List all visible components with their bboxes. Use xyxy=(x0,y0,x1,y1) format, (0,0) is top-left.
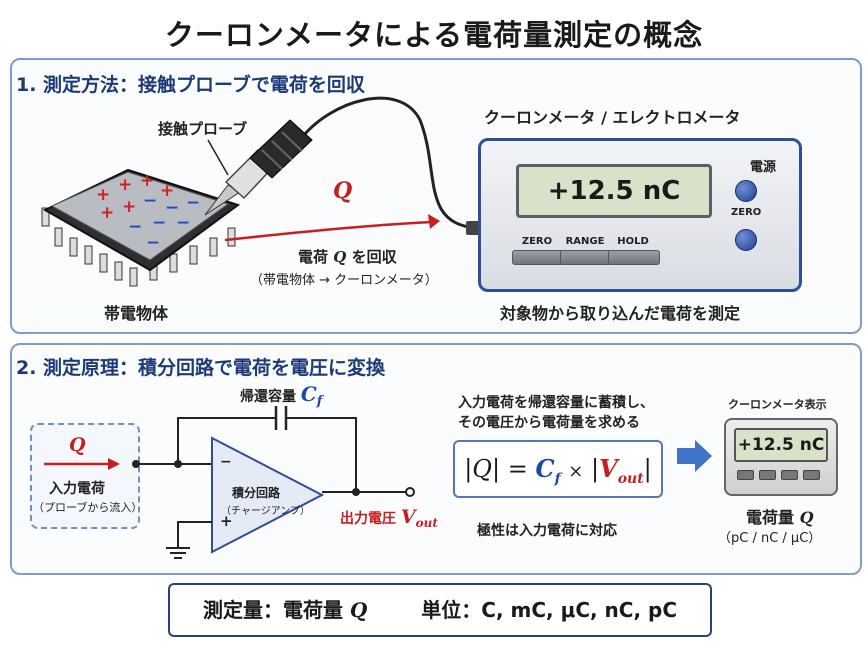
summary-box: 測定量：電荷量 Q 単位：C, mC, μC, nC, pC xyxy=(168,583,712,637)
plus-charge: + xyxy=(118,175,132,195)
small-meter-button[interactable] xyxy=(759,470,776,480)
opamp-sub: （チャージアンプ） xyxy=(221,506,310,517)
formula-v-sub: out xyxy=(617,470,644,487)
object-label: 帯電物体 xyxy=(104,304,169,323)
summary-q: Q xyxy=(349,598,368,622)
formula-eq: = xyxy=(507,455,528,483)
zero-button-label: ZERO xyxy=(521,236,553,247)
range-button-label: RANGE xyxy=(565,236,605,247)
plus-charge: + xyxy=(140,171,154,191)
feedback-wire-left xyxy=(177,417,276,464)
minus-charge: − xyxy=(176,213,190,233)
input-charge-sub: （プローブから流入） xyxy=(33,501,143,514)
zero-knob[interactable] xyxy=(735,229,757,251)
probe-cable xyxy=(298,96,479,230)
formula-times: × xyxy=(568,461,584,482)
formula-v: V xyxy=(599,454,618,483)
power-knob[interactable] xyxy=(735,180,757,202)
probe-label: 接触プローブ xyxy=(158,120,248,138)
minus-charge: − xyxy=(146,233,160,253)
result-label: 電荷量 Q xyxy=(746,508,814,527)
summary-label: 測定量：電荷量 xyxy=(202,598,343,622)
arrow-head xyxy=(428,214,440,229)
charge-symbol: Q xyxy=(333,178,353,204)
meter-connector xyxy=(466,221,480,235)
hold-button[interactable] xyxy=(608,250,660,265)
input-charge-box xyxy=(30,423,140,529)
ground-wire xyxy=(177,521,212,548)
small-meter-button[interactable] xyxy=(781,470,798,480)
input-charge-label: 入力電荷 xyxy=(49,481,105,497)
section2-heading: 2. 測定原理：積分回路で電荷を電圧に変換 xyxy=(16,357,386,379)
page-title: クーロンメータによる電荷量測定の概念 xyxy=(164,18,704,52)
probe-pointer-line xyxy=(207,139,229,176)
plus-charge: + xyxy=(96,185,110,205)
collect-sub: （帯電物体 → クーロンメータ） xyxy=(250,273,438,288)
minus-charge: − xyxy=(128,217,142,237)
formula-c-sub: f xyxy=(554,470,561,487)
explain-line2: その電圧から電荷量を求める xyxy=(458,415,640,431)
output-voltage-label: 出力電圧 Vout xyxy=(340,506,438,530)
opamp-label: 積分回路 xyxy=(232,486,281,500)
contact-probe xyxy=(204,119,313,216)
plus-charge: + xyxy=(122,197,136,217)
charge-flow-arrow xyxy=(224,220,433,242)
chip-pins xyxy=(41,207,236,287)
small-meter-button[interactable] xyxy=(737,470,754,480)
section1-heading: 1. 測定方法：接触プローブで電荷を回収 xyxy=(16,74,365,96)
plus-charge: + xyxy=(160,181,174,201)
explain-line1: 入力電荷を帰還容量に蓄積し、 xyxy=(458,395,654,411)
output-terminal xyxy=(405,487,415,497)
minus-charge: − xyxy=(143,191,157,211)
collect-text: 電荷 Q を回収 xyxy=(298,248,397,266)
opamp-plus: + xyxy=(220,512,233,530)
feedback-wire-right xyxy=(286,417,357,492)
input-q-symbol: Q xyxy=(69,434,86,456)
display-title: クーロンメータ表示 xyxy=(728,398,827,411)
minus-charge: − xyxy=(186,193,200,213)
zero-knob-label: ZERO xyxy=(731,207,762,218)
small-meter-display: +12.5 nC xyxy=(734,428,828,462)
measurement-principle-panel xyxy=(10,343,862,575)
power-label: 電源 xyxy=(750,160,777,175)
polarity-note: 極性は入力電荷に対応 xyxy=(477,523,617,539)
summary-units: 単位：C, mC, μC, nC, pC xyxy=(421,598,678,622)
formula-box: |Q| = Cf × |Vout| xyxy=(453,440,663,498)
opamp-minus: − xyxy=(220,454,232,470)
result-arrow xyxy=(677,440,712,472)
formula-q: |Q| xyxy=(464,455,501,483)
meter-caption: 対象物から取り込んだ電荷を測定 xyxy=(500,304,741,323)
meter-title: クーロンメータ / エレクトロメータ xyxy=(484,108,741,127)
plus-charge: + xyxy=(100,203,114,223)
opamp-triangle xyxy=(211,436,325,554)
surface-charges: + + + + + + − − − − − − − xyxy=(96,171,200,253)
result-units: （pC / nC / μC） xyxy=(718,531,822,546)
hold-button-label: HOLD xyxy=(617,236,649,247)
small-meter-button[interactable] xyxy=(803,470,820,480)
minus-charge: − xyxy=(165,198,179,218)
cap-label: 帰還容量 Cf xyxy=(240,382,323,409)
minus-charge: − xyxy=(152,213,166,233)
meter-display: +12.5 nC xyxy=(516,164,712,218)
formula-c: C xyxy=(535,454,555,483)
chip-surface xyxy=(50,171,230,261)
